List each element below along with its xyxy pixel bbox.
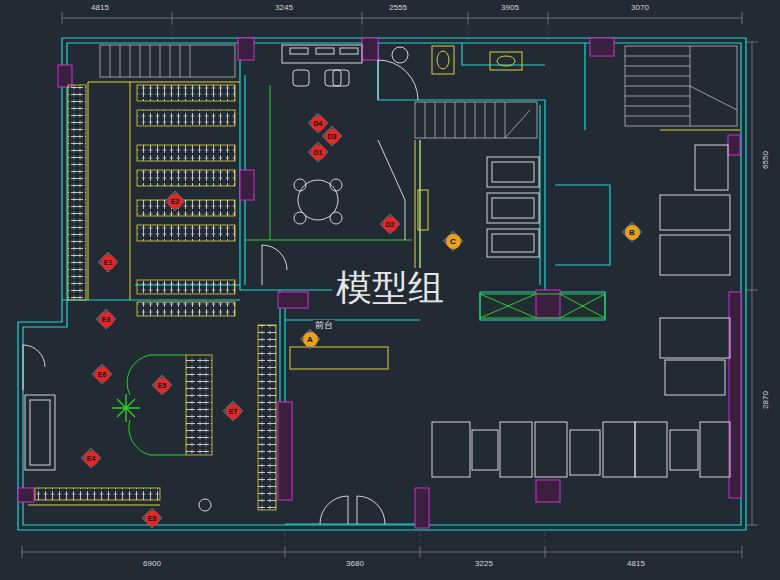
callout-number: E5	[155, 378, 170, 393]
callout-number: D2	[383, 217, 398, 232]
zone-letter: C	[446, 234, 461, 249]
callout-number: E1	[101, 255, 116, 270]
dimension-text: 3680	[344, 559, 366, 569]
callout-number: D4	[311, 116, 326, 131]
callout-number: D3	[325, 129, 340, 144]
callout-number: E3	[99, 312, 114, 327]
dimension-text: 3225	[473, 559, 495, 569]
callout-number: E7	[226, 404, 241, 419]
callout-number: E6	[95, 367, 110, 382]
dimension-text: 2555	[387, 3, 409, 13]
callout-number: D1	[311, 145, 326, 160]
callout-number: E4	[84, 451, 99, 466]
zone-letter: B	[625, 225, 640, 240]
callout-number: E8	[145, 511, 160, 526]
dimension-text: 4815	[89, 3, 111, 13]
room-label: 前台	[313, 320, 335, 331]
dimension-text: 6900	[141, 559, 163, 569]
dimension-text: 3070	[629, 3, 651, 13]
dimension-text: 3905	[499, 3, 521, 13]
dimension-text: 4815	[625, 559, 647, 569]
dimension-text: 2870	[761, 389, 771, 411]
dimension-text: 3245	[273, 3, 295, 13]
dimension-text: 6550	[761, 149, 771, 171]
watermark: 模型组	[332, 268, 448, 308]
callout-number: E2	[168, 194, 183, 209]
zone-letter: A	[303, 332, 318, 347]
